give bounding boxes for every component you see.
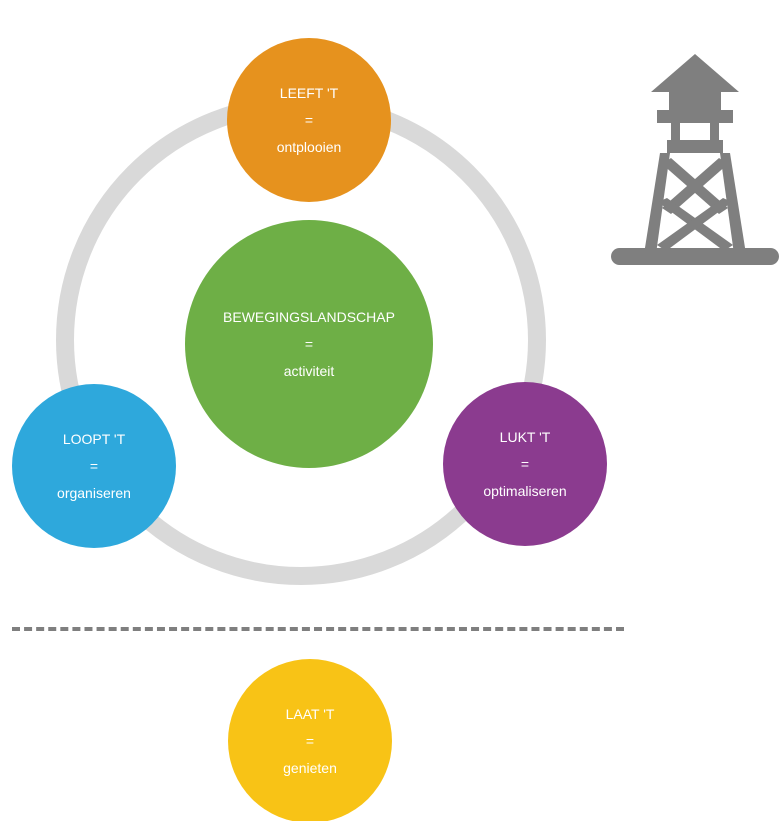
node-laat: LAAT 'T = genieten [228,659,392,821]
node-laat-equals: = [305,732,315,749]
node-laat-text: genieten [283,759,337,776]
node-bewegingslandschap-equals: = [304,335,314,352]
node-lukt-title: LUKT 'T [499,428,551,445]
node-bewegingslandschap-title: BEWEGINGSLANDSCHAP [223,308,395,325]
node-lukt-equals: = [520,455,530,472]
dashed-divider [12,627,624,631]
node-leeft-equals: = [304,111,314,128]
node-leeft: LEEFT 'T = ontplooien [227,38,391,202]
node-loopt-equals: = [89,457,99,474]
node-loopt-text: organiseren [57,484,131,501]
node-loopt: LOOPT 'T = organiseren [12,384,176,548]
node-loopt-title: LOOPT 'T [62,430,126,447]
node-lukt-text: optimaliseren [483,482,567,499]
node-leeft-title: LEEFT 'T [279,84,339,101]
node-laat-title: LAAT 'T [285,705,335,722]
watchtower-shape [611,54,779,265]
node-leeft-text: ontplooien [276,138,342,155]
watchtower-icon [611,54,779,265]
node-bewegingslandschap-text: activiteit [283,362,335,379]
node-lukt: LUKT 'T = optimaliseren [443,382,607,546]
node-bewegingslandschap: BEWEGINGSLANDSCHAP = activiteit [185,220,433,468]
